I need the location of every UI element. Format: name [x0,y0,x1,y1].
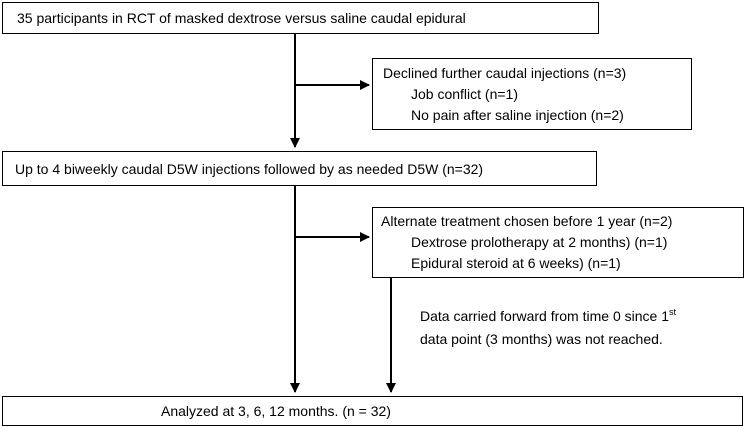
alternate-box: Alternate treatment chosen before 1 year… [372,207,744,278]
alternate-item-prolotherapy: Dextrose prolotherapy at 2 months) (n=1) [411,234,668,250]
treatment-text: Up to 4 biweekly caudal D5W injections f… [15,161,484,177]
declined-title: Declined further caudal injections (n=3) [383,65,627,81]
note-line-2: data point (3 months) was not reached. [420,331,663,347]
treatment-box: Up to 4 biweekly caudal D5W injections f… [2,151,597,186]
note-line-1: Data carried forward from time 0 since 1… [420,306,676,326]
declined-box: Declined further caudal injections (n=3)… [372,58,692,130]
enrolled-box: 35 participants in RCT of masked dextros… [2,2,599,34]
note-line-1-text: Data carried forward from time 0 since 1 [420,308,669,324]
analyzed-text: Analyzed at 3, 6, 12 months. (n = 32) [161,403,391,419]
carried-forward-note: Data carried forward from time 0 since 1… [420,306,676,349]
alternate-item-epidural-steroid: Epidural steroid at 6 weeks) (n=1) [411,255,621,271]
analyzed-box: Analyzed at 3, 6, 12 months. (n = 32) [2,396,743,426]
declined-item-job-conflict: Job conflict (n=1) [411,86,518,102]
enrolled-text: 35 participants in RCT of masked dextros… [17,10,466,26]
alternate-title: Alternate treatment chosen before 1 year… [381,213,673,229]
declined-item-no-pain: No pain after saline injection (n=2) [411,107,624,123]
note-superscript: st [668,307,676,317]
